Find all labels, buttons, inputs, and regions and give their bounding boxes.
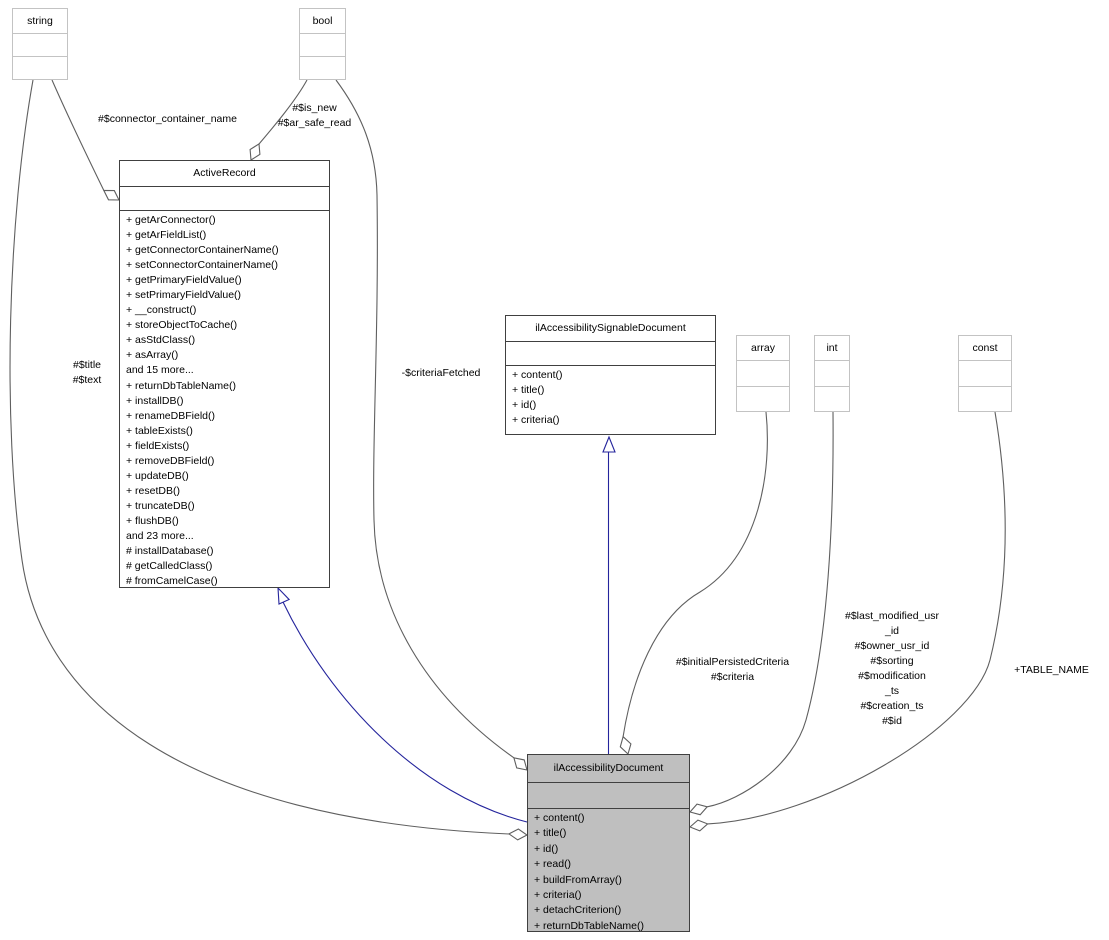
member-label: + setPrimaryFieldValue() [126, 289, 242, 302]
member-label: + getConnectorContainerName() [126, 244, 279, 257]
class-box-activerecord[interactable]: ActiveRecord + getArConnector() + getArFi… [119, 160, 330, 588]
methods-compartment [737, 387, 789, 412]
class-title: int [815, 336, 849, 361]
methods-compartment [13, 57, 67, 79]
edge-label-initial-persisted-criteria: #$initialPersistedCriteria #$criteria [675, 656, 790, 683]
member-label: + detachCriterion() [534, 904, 622, 917]
aggregation-diamond-document-right-upper [688, 803, 709, 816]
member-label: + asArray() [126, 349, 179, 362]
member-label: + getPrimaryFieldValue() [126, 274, 242, 287]
member-label: + updateDB() [126, 469, 189, 482]
methods-compartment [300, 57, 345, 79]
member-label: + installDB() [126, 394, 184, 407]
edge-string-to-activerecord [51, 79, 105, 191]
methods-compartment: + content() + title() + id() + criteria() [506, 366, 715, 434]
inheritance-arrowhead-signabledocument [602, 435, 616, 453]
class-box-array[interactable]: array [736, 335, 790, 412]
aggregation-diamond-activerecord-top [249, 142, 261, 161]
member-label: + renameDBField() [126, 409, 215, 422]
edge-int-to-document [707, 411, 834, 808]
member-label: + flushDB() [126, 514, 179, 527]
member-label: # installDatabase() [126, 545, 214, 558]
member-label: + getArConnector() [126, 214, 216, 226]
member-label: + title() [512, 384, 545, 396]
class-title: ilAccessibilityDocument [528, 755, 689, 783]
member-label: and 15 more... [126, 364, 194, 377]
member-label: + content() [512, 369, 563, 381]
attributes-compartment [959, 361, 1011, 387]
member-label: + criteria() [534, 889, 582, 902]
member-label: + storeObjectToCache() [126, 319, 238, 332]
edge-label-criteria-fetched: -$criteriaFetched [401, 367, 481, 379]
member-label: + truncateDB() [126, 499, 195, 512]
aggregation-diamond-document-topleft [513, 757, 528, 771]
member-label: + setConnectorContainerName() [126, 259, 279, 272]
member-label: + returnDbTableName() [126, 379, 237, 392]
aggregation-diamond-document-left [507, 828, 529, 841]
member-label: + returnDbTableName() [534, 919, 645, 931]
member-label: + asStdClass() [126, 334, 196, 347]
member-label: + removeDBField() [126, 454, 215, 467]
class-title: array [737, 336, 789, 361]
edge-label-connector-container-name: #$connector_container_name [98, 113, 237, 125]
edge-label-table-name: +TABLE_NAME [1014, 664, 1089, 676]
class-title: ActiveRecord [120, 161, 329, 187]
edge-label-int-fields: #$last_modified_usr _id #$owner_usr_id #… [845, 610, 939, 727]
class-box-const[interactable]: const [958, 335, 1012, 412]
class-box-bool[interactable]: bool [299, 8, 346, 80]
member-label: + read() [534, 858, 572, 871]
aggregation-diamond-activerecord-left [102, 189, 120, 201]
member-label: + id() [512, 399, 537, 411]
member-label: + getArFieldList() [126, 229, 207, 242]
edge-array-to-document [622, 411, 768, 737]
edge-document-inherits-activerecord [282, 601, 528, 823]
member-label: + content() [534, 812, 585, 824]
member-label: + buildFromArray() [534, 873, 622, 886]
member-label: + fieldExists() [126, 439, 190, 452]
attributes-compartment [815, 361, 849, 387]
class-title: ilAccessibilitySignableDocument [506, 316, 715, 342]
member-label: + resetDB() [126, 484, 180, 497]
member-label: # fromCamelCase() [126, 575, 218, 587]
class-title: string [13, 9, 67, 34]
class-box-int[interactable]: int [814, 335, 850, 412]
attributes-compartment [300, 34, 345, 57]
member-label: + id() [534, 842, 559, 855]
aggregation-diamond-document-right-lower [688, 819, 709, 832]
member-label: + title() [534, 827, 567, 840]
edge-label-title-text: #$title #$text [72, 359, 102, 386]
class-title: const [959, 336, 1011, 361]
attributes-compartment [737, 361, 789, 387]
attributes-compartment [120, 187, 329, 211]
attributes-compartment [506, 342, 715, 366]
class-box-signabledocument[interactable]: ilAccessibilitySignableDocument + conten… [505, 315, 716, 435]
member-label: + criteria() [512, 414, 560, 426]
member-label: and 23 more... [126, 529, 194, 542]
edge-bool-to-document [335, 79, 515, 759]
class-box-accessibilitydocument[interactable]: ilAccessibilityDocument + content() + tit… [527, 754, 690, 932]
methods-compartment [815, 387, 849, 412]
member-label: + tableExists() [126, 424, 193, 437]
attributes-compartment [528, 783, 689, 809]
edge-label-is-new-ar-safe-read: #$is_new #$ar_safe_read [277, 102, 352, 129]
methods-compartment: + content() + title() + id() + read() + buil… [528, 809, 689, 931]
aggregation-diamond-document-top [619, 735, 632, 756]
attributes-compartment [13, 34, 67, 57]
class-title: bool [300, 9, 345, 34]
class-box-string[interactable]: string [12, 8, 68, 80]
methods-compartment [959, 387, 1011, 412]
member-label: # getCalledClass() [126, 560, 213, 573]
inheritance-arrowhead-activerecord [277, 586, 291, 605]
member-label: + __construct() [126, 304, 197, 317]
methods-compartment: + getArConnector() + getArFieldList() + ge… [120, 211, 329, 587]
